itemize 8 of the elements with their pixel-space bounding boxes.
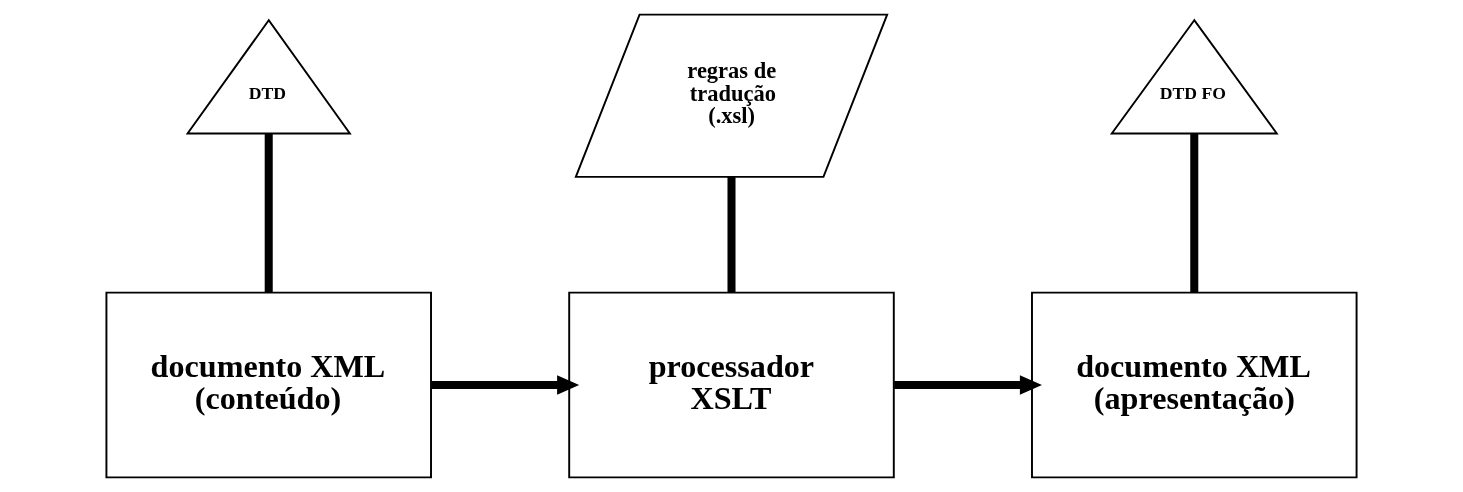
node-box: documento XML (apresentação) [1031, 291, 1358, 479]
arrow [431, 375, 580, 395]
arrow [894, 375, 1042, 395]
connector [727, 177, 736, 293]
connector [1190, 133, 1199, 293]
connector [264, 133, 273, 293]
node-box: processador XSLT [568, 291, 895, 479]
node-box: documento XML (conteúdo) [105, 291, 432, 479]
